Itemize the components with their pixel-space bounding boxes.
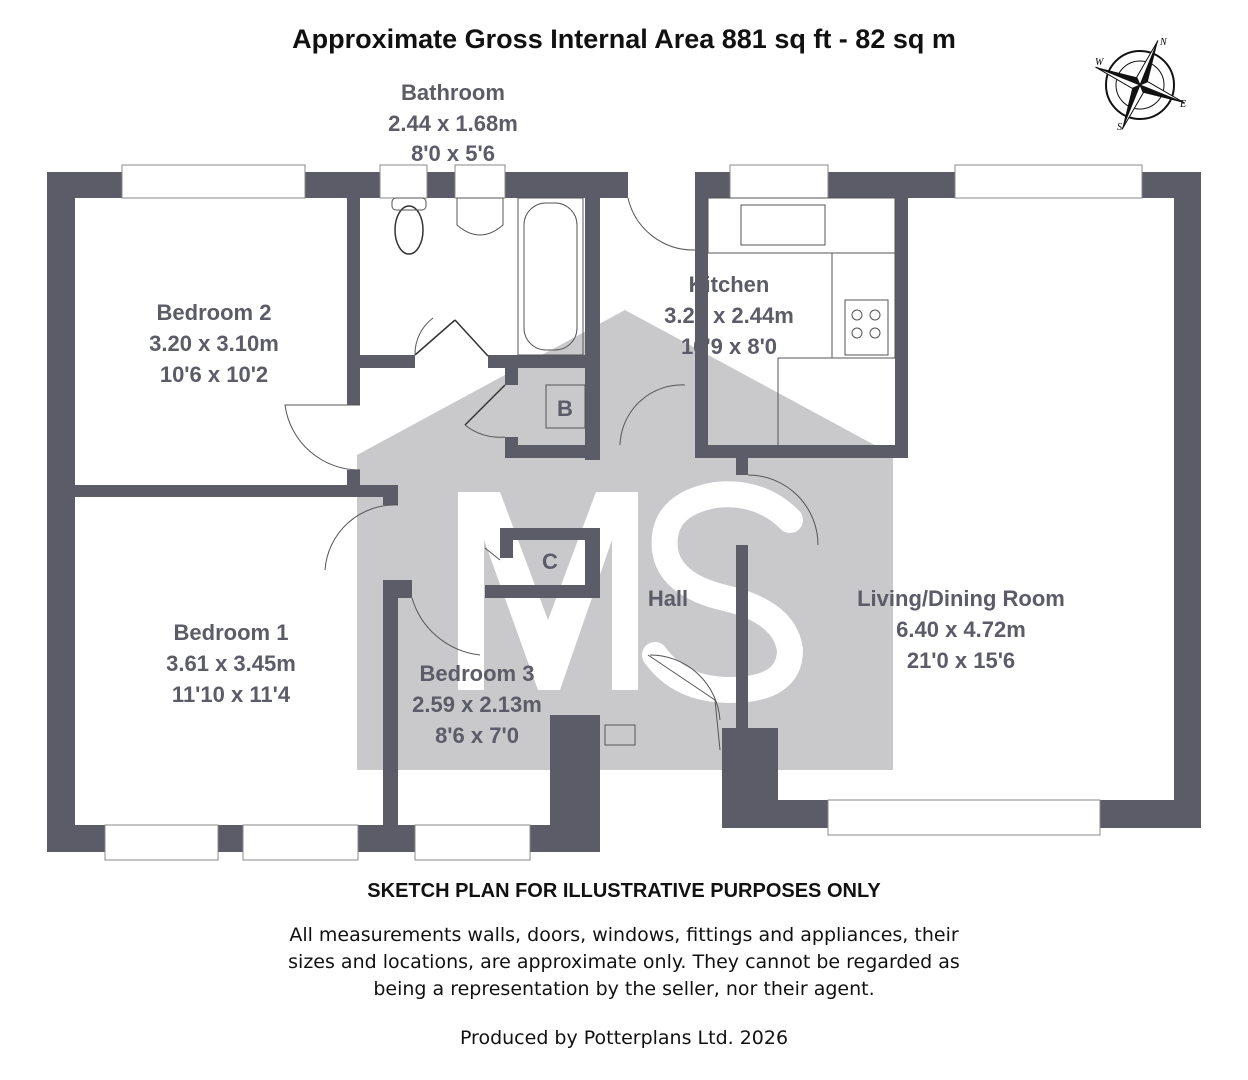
sink-icon bbox=[456, 197, 504, 236]
producer-credit: Produced by Potterplans Ltd. 2026 bbox=[459, 1027, 789, 1049]
boiler-cupboard bbox=[545, 384, 586, 429]
disclaimer-text: All measurements walls, doors, windows, … bbox=[0, 922, 1248, 1003]
disclaimer-line: sizes and locations, are approximate onl… bbox=[288, 951, 960, 973]
svg-text:W: W bbox=[1095, 57, 1105, 68]
room-label-bathroom: Bathroom bbox=[401, 80, 505, 105]
room-label-living-dining: Living/Dining Room bbox=[857, 586, 1065, 611]
boiler-label: B bbox=[557, 396, 573, 421]
windows bbox=[104, 164, 1143, 861]
room-metric: 2.59 x 2.13m bbox=[412, 692, 542, 717]
watermark-letter-s bbox=[642, 481, 804, 704]
room-label-kitchen: Kitchen bbox=[689, 272, 770, 297]
room-imperial: 10'6 x 10'2 bbox=[160, 362, 268, 387]
room-imperial: 8'0 x 5'6 bbox=[411, 141, 495, 166]
disclaimer-line: All measurements walls, doors, windows, … bbox=[289, 924, 959, 946]
compass-rose-icon: N E S W bbox=[1095, 37, 1186, 133]
hob-icon bbox=[844, 299, 889, 356]
svg-text:N: N bbox=[1159, 37, 1168, 48]
room-label-bedroom-3: Bedroom 3 bbox=[420, 661, 535, 686]
room-metric: 6.40 x 4.72m bbox=[896, 617, 1026, 642]
cupboard-label: C bbox=[542, 549, 558, 574]
disclaimer-heading: SKETCH PLAN FOR ILLUSTRATIVE PURPOSES ON… bbox=[367, 880, 881, 902]
worktop bbox=[707, 197, 896, 254]
bath-icon bbox=[517, 197, 584, 356]
plan-title: Approximate Gross Internal Area 881 sq f… bbox=[292, 24, 956, 54]
room-metric: 3.20 x 3.10m bbox=[149, 331, 279, 356]
room-imperial: 8'6 x 7'0 bbox=[435, 723, 519, 748]
svg-text:S: S bbox=[1117, 122, 1122, 133]
room-metric: 3.61 x 3.45m bbox=[166, 651, 296, 676]
room-imperial: 21'0 x 15'6 bbox=[907, 648, 1015, 673]
svg-text:E: E bbox=[1179, 99, 1186, 110]
room-imperial: 10'9 x 8'0 bbox=[681, 334, 777, 359]
doors bbox=[284, 197, 819, 751]
disclaimer-line: being a representation by the seller, no… bbox=[373, 978, 875, 1000]
room-label-bedroom-2: Bedroom 2 bbox=[157, 300, 272, 325]
fixtures bbox=[391, 197, 896, 445]
kitchen-sink-icon bbox=[740, 204, 826, 246]
room-imperial: 11'10 x 11'4 bbox=[172, 682, 291, 707]
room-metric: 2.44 x 1.68m bbox=[388, 111, 518, 136]
room-metric: 3.28 x 2.44m bbox=[664, 303, 794, 328]
room-label-bedroom-1: Bedroom 1 bbox=[174, 620, 289, 645]
toilet-icon bbox=[394, 205, 424, 255]
walls bbox=[47, 172, 1201, 852]
room-label-hall: Hall bbox=[648, 586, 688, 611]
